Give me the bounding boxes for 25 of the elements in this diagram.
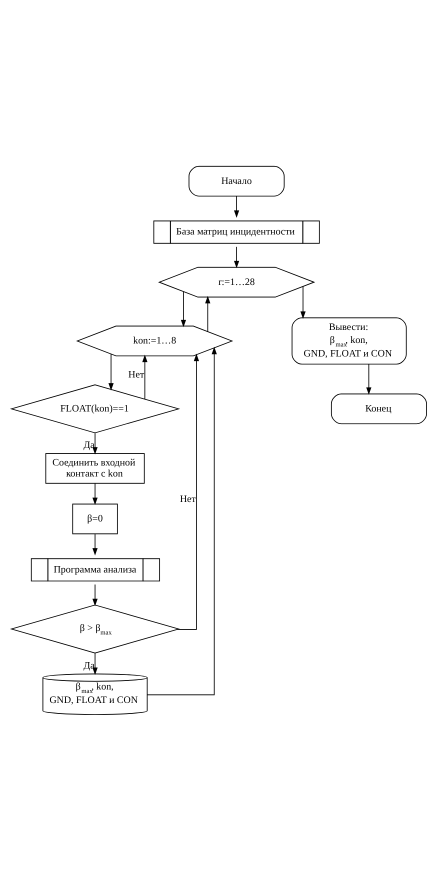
arrow <box>180 291 186 328</box>
edge-label: Нет <box>180 494 196 505</box>
arrow <box>205 296 210 332</box>
arrow <box>234 246 240 268</box>
node-box: Соединить входной контакт с kon <box>45 453 145 484</box>
arrow <box>92 432 98 455</box>
arrow <box>142 354 148 400</box>
arrow <box>300 286 306 319</box>
edge-label: Нет <box>128 370 144 381</box>
node-box: Конец <box>330 394 427 424</box>
node-box: Вывести: β$_{max}$, kon, GND, FLOAT и CON <box>292 317 407 365</box>
edge-label: Да <box>83 660 95 672</box>
arrow <box>176 354 200 630</box>
node-box: Начало <box>188 166 285 197</box>
edge-label: Да <box>83 440 95 452</box>
node-diamond: β > β$_{max}$ <box>10 604 180 654</box>
arrow <box>366 364 372 395</box>
arrow <box>92 652 98 676</box>
node-box: β=0 <box>72 504 118 534</box>
arrow <box>92 534 98 556</box>
arrow <box>146 346 217 696</box>
arrow <box>92 483 98 506</box>
arrow <box>234 196 240 218</box>
arrow <box>92 584 98 606</box>
arrow <box>108 354 114 391</box>
